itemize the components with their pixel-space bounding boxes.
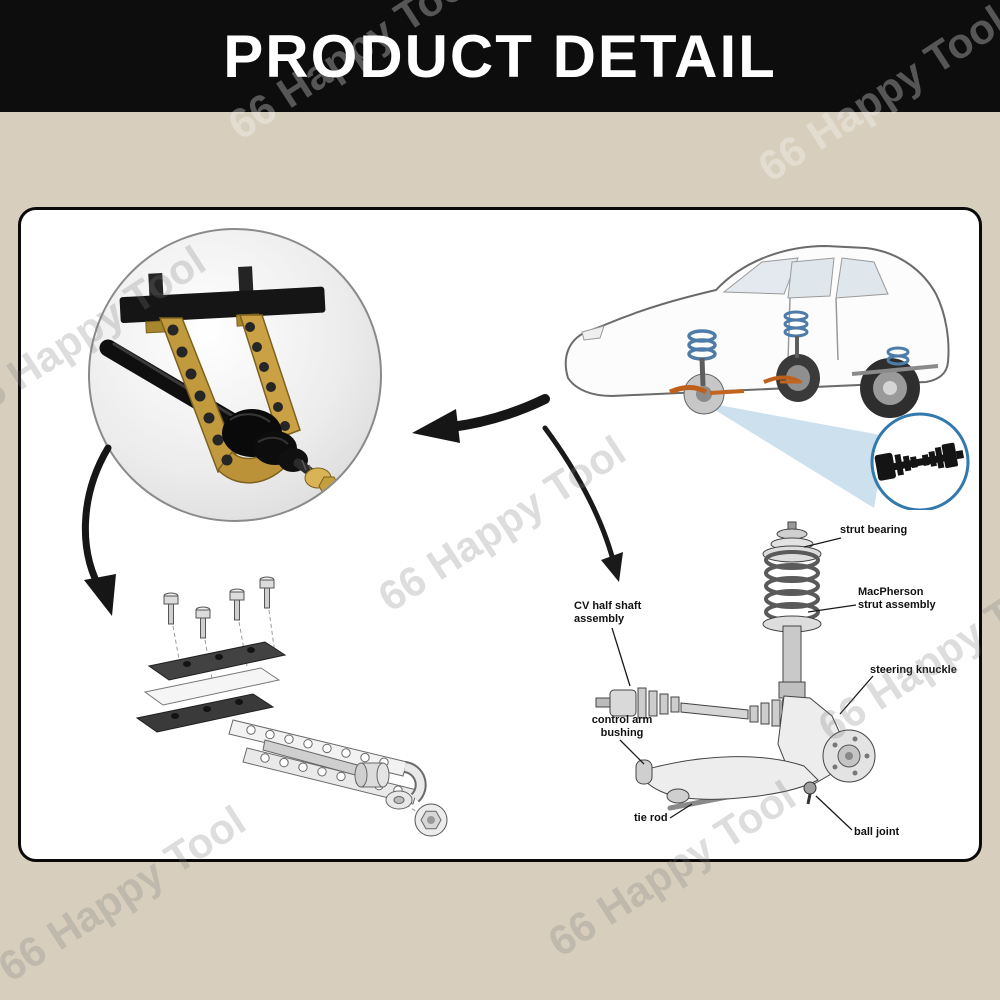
page-title: PRODUCT DETAIL	[223, 22, 777, 90]
car-suspension-illustration	[564, 244, 970, 510]
macpherson-strut	[762, 521, 822, 699]
car-body	[564, 244, 950, 398]
label-macpherson-strut-assembly: MacPherson strut assembly	[858, 586, 936, 611]
clamp-plates	[135, 641, 287, 733]
cv-puller-photo	[99, 266, 340, 496]
control-arm	[635, 756, 819, 811]
banner: PRODUCT DETAIL	[0, 0, 1000, 112]
label-tie-rod: tie rod	[634, 812, 668, 824]
car-wheels	[683, 354, 920, 418]
label-steering-knuckle: steering knuckle	[870, 664, 957, 676]
callout-lines	[611, 537, 874, 831]
swoosh-stroke-icon	[542, 425, 623, 582]
label-control-arm-bushing: control arm bushing	[591, 714, 653, 739]
bolts	[163, 576, 275, 639]
arrow-down-icon	[81, 444, 116, 616]
steering-knuckle-part	[777, 695, 876, 785]
tool-photo	[88, 228, 382, 522]
arrow-left-icon	[412, 394, 550, 443]
label-strut-bearing: strut bearing	[840, 524, 908, 536]
cv-axle-callout	[870, 412, 970, 510]
shaft-and-nut	[262, 739, 448, 837]
exploded-tool-diagram	[135, 576, 448, 837]
puller-crossbar	[119, 266, 326, 334]
callout-beam	[702, 402, 886, 508]
cv-boot	[222, 409, 308, 472]
suspension-diagram: strut bearing MacPherson strut assembly …	[552, 500, 976, 856]
car-suspension-parts	[669, 310, 939, 395]
label-cv-half-shaft-assembly: CV half shaft assembly	[574, 600, 642, 625]
label-ball-joint: ball joint	[854, 826, 900, 838]
suspension-drawing	[595, 521, 876, 831]
